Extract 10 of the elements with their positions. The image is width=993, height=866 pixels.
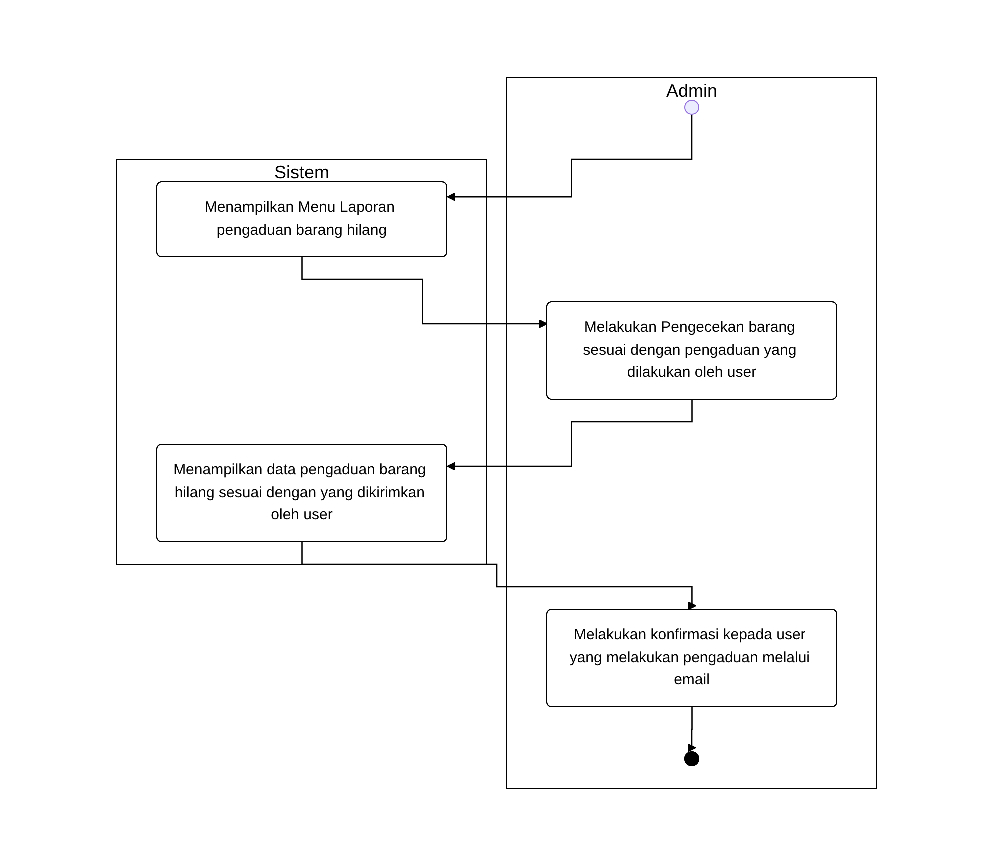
node-text: Melakukan Pengecekan barang sesuai dengan pengaduan yang dilakukan oleh user bbox=[582, 318, 796, 381]
arrow bbox=[301, 542, 696, 610]
arrow bbox=[687, 706, 696, 752]
node-text: Melakukan konfirmasi kepada user yang melakukan pengaduan melalui email bbox=[569, 626, 810, 688]
node-circle bbox=[684, 100, 699, 115]
node-text: Menampilkan Menu Laporan pengaduan barang hilang bbox=[204, 198, 394, 238]
arrow bbox=[301, 256, 548, 328]
arrow bbox=[446, 399, 693, 471]
arrow bbox=[446, 114, 692, 202]
node-text: Menampilkan data pengaduan barang hilang sesuai dengan yang dikirimkan oleh user bbox=[173, 461, 426, 524]
